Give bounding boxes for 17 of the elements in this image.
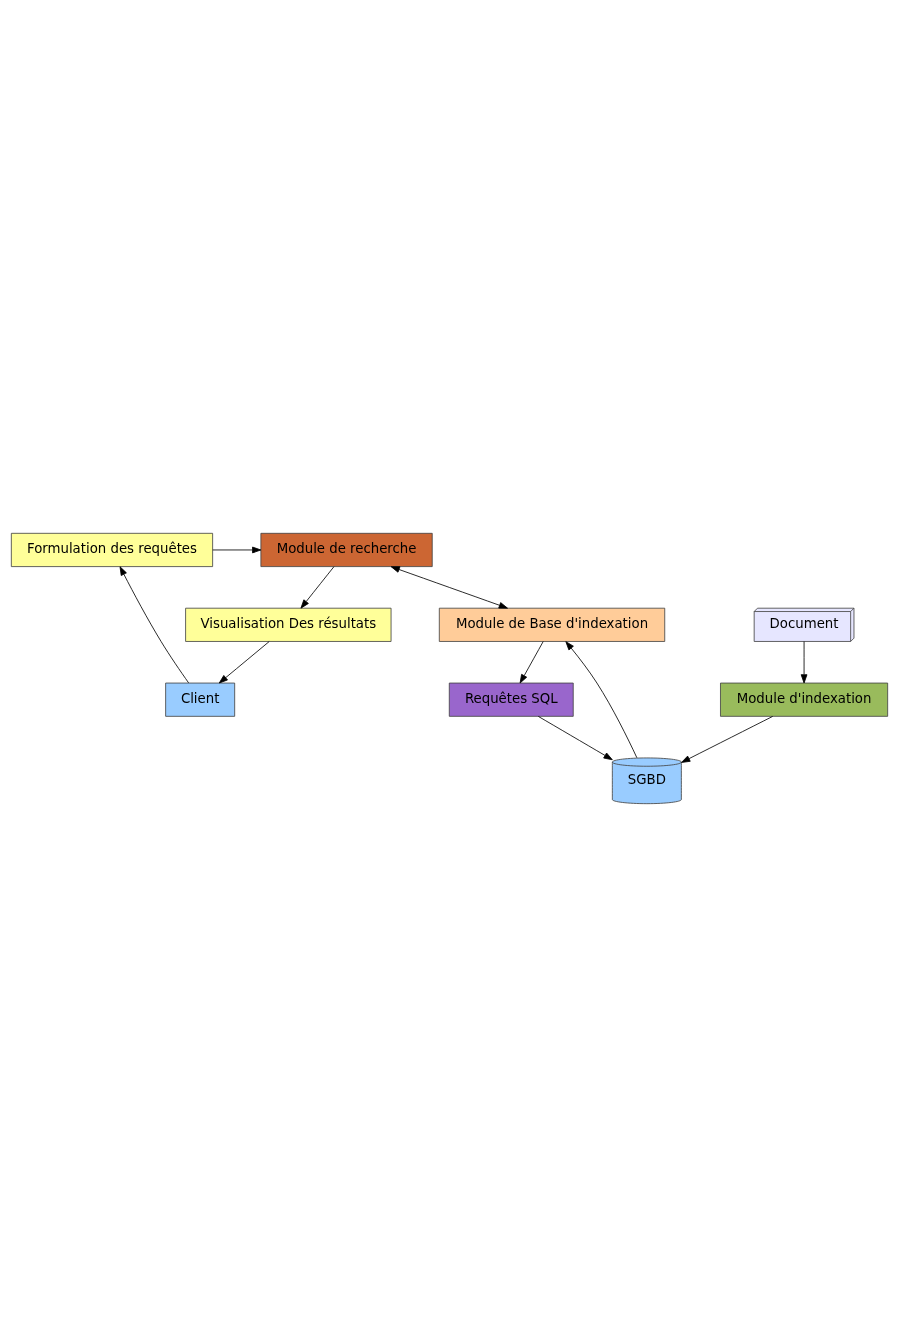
node-box: Module de Base d'indexation [438, 607, 666, 642]
arrow [119, 566, 189, 684]
arrow [218, 641, 270, 684]
arrow [390, 566, 508, 609]
arrow [212, 546, 262, 554]
node-box: Visualisation Des résultats [185, 607, 392, 642]
node-box: Module d'indexation [720, 682, 889, 717]
arrow [681, 716, 774, 763]
node-box: Client [165, 682, 236, 717]
node-box: Module de recherche [260, 532, 433, 567]
arrow [800, 641, 808, 684]
arrow [565, 641, 638, 759]
arrow [537, 716, 613, 761]
node-box: Formulation des requêtes [10, 532, 214, 567]
arrow [519, 641, 544, 684]
node-box: Requêtes SQL [448, 682, 574, 717]
arrow [300, 566, 335, 609]
